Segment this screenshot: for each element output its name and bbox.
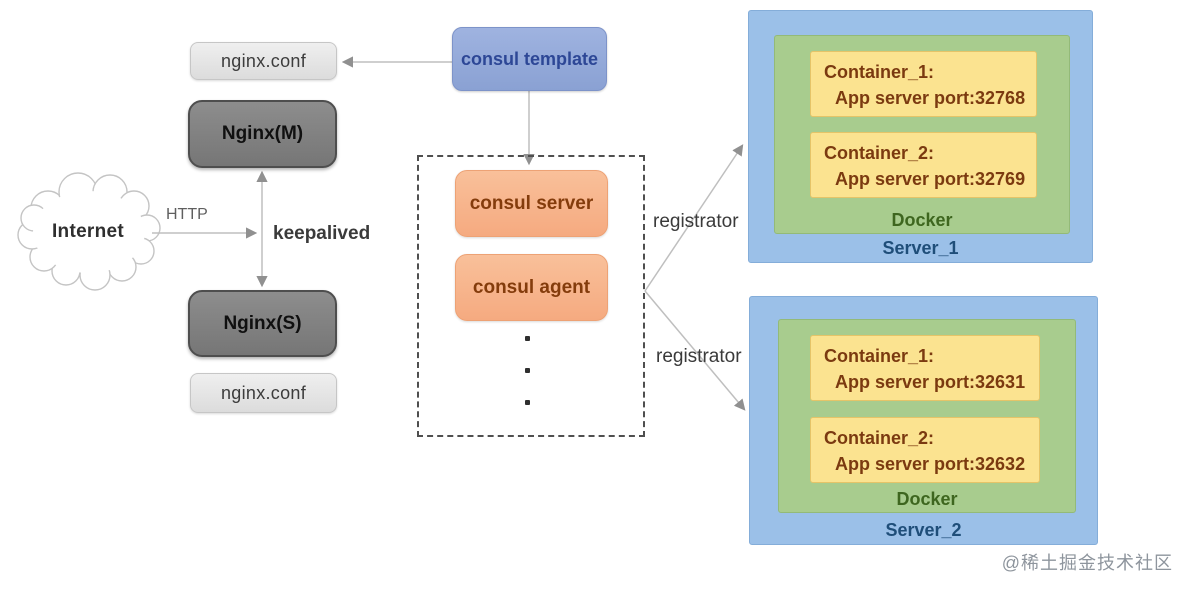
server-2-container-1: Container_1: App server port:32631 xyxy=(810,335,1040,401)
consul-server-box: consul server xyxy=(455,170,608,237)
registrator-label-top: registrator xyxy=(653,211,739,232)
server-1-docker-box: Container_1: App server port:32768 Conta… xyxy=(774,35,1070,234)
server-1-container-2: Container_2: App server port:32769 xyxy=(810,132,1037,198)
keepalived-label: keepalived xyxy=(273,223,371,244)
ellipsis-dot-3 xyxy=(525,400,530,405)
watermark: @稀土掘金技术社区 xyxy=(1001,553,1173,573)
server-2-label: Server_2 xyxy=(885,520,962,540)
container-port: App server port:32632 xyxy=(835,454,1026,475)
server-2-container-2: Container_2: App server port:32632 xyxy=(810,417,1040,483)
consul-template-box: consul template xyxy=(452,27,607,91)
ellipsis-dot-1 xyxy=(525,336,530,341)
nginx-master-box: Nginx(M) xyxy=(188,100,337,168)
nginx-conf-bottom-box: nginx.conf xyxy=(190,373,337,413)
server-1-label: Server_1 xyxy=(882,238,959,258)
server-1-container-1: Container_1: App server port:32768 xyxy=(810,51,1037,117)
nginx-conf-top-box: nginx.conf xyxy=(190,42,337,80)
container-title: Container_2: xyxy=(824,143,935,163)
container-title: Container_1: xyxy=(824,62,935,82)
docker-label: Docker xyxy=(891,210,953,230)
docker-label: Docker xyxy=(896,489,958,509)
server-1-box: Container_1: App server port:32768 Conta… xyxy=(748,10,1093,263)
internet-label: Internet xyxy=(51,221,125,242)
ellipsis-dot-2 xyxy=(525,368,530,373)
server-2-box: Container_1: App server port:32631 Conta… xyxy=(749,296,1098,545)
container-title: Container_1: xyxy=(824,346,935,366)
consul-agent-box: consul agent xyxy=(455,254,608,321)
http-label: HTTP xyxy=(166,206,208,223)
registrator-label-bottom: registrator xyxy=(656,346,742,367)
container-port: App server port:32631 xyxy=(835,372,1026,393)
container-port: App server port:32768 xyxy=(835,88,1026,109)
server-2-docker-box: Container_1: App server port:32631 Conta… xyxy=(778,319,1076,513)
container-title: Container_2: xyxy=(824,428,935,448)
nginx-backup-box: Nginx(S) xyxy=(188,290,337,357)
container-port: App server port:32769 xyxy=(835,169,1026,190)
